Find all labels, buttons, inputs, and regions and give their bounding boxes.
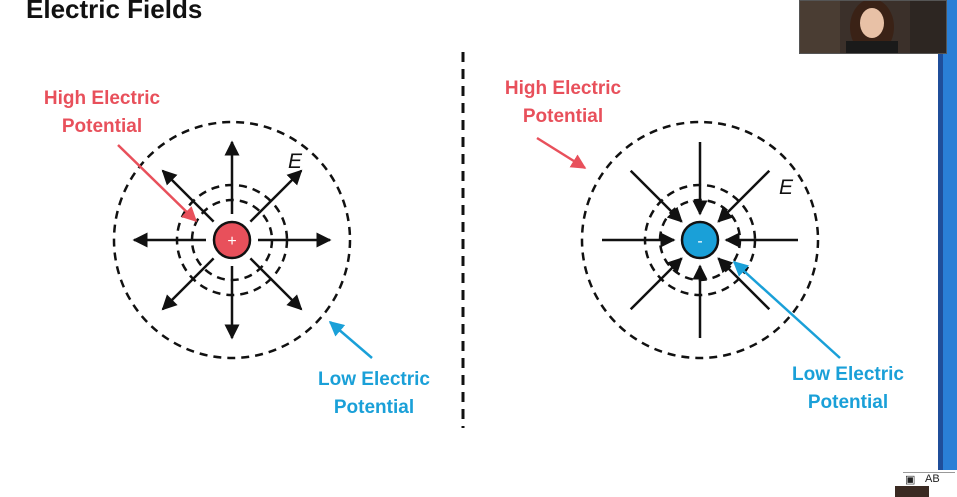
high-potential-pointer (536, 136, 587, 170)
bottom-band (0, 470, 957, 497)
presenter-silhouette-icon (800, 1, 946, 53)
caption-badge[interactable]: ▣ AB (903, 472, 955, 487)
low-potential-label-line1: Low Electric (318, 369, 430, 390)
caption-icon: ▣ (905, 474, 916, 486)
low-potential-label-line1: Low Electric (792, 364, 904, 385)
high-potential-label-line2: Potential (523, 106, 603, 127)
charge-sign: - (697, 233, 702, 250)
slide (0, 0, 938, 470)
slide-title: Electric Fields (26, 0, 203, 24)
accent-strip-inner (943, 0, 957, 470)
low-potential-label-line2: Potential (808, 392, 888, 413)
field-line-arrow (249, 169, 303, 223)
positive-charge (212, 220, 252, 260)
high-potential-label-line1: High Electric (505, 78, 622, 99)
field-line-arrow (161, 257, 215, 311)
caption-badge-text: AB (925, 473, 940, 485)
high-potential-pointer (117, 144, 198, 223)
high-potential-label-line2: Potential (62, 116, 142, 137)
negative-charge (680, 220, 720, 260)
field-line-arrow (629, 169, 683, 223)
negative-charge-diagram: - E High Electric Potential Low Electric… (505, 78, 904, 413)
outer-equipotential (580, 120, 820, 360)
field-lines-outward (132, 140, 332, 340)
presenter-webcam (799, 0, 947, 54)
low-potential-pointer (328, 321, 373, 359)
corner-thumbnail (895, 486, 929, 497)
field-line-arrow (629, 257, 683, 311)
outer-equipotential (112, 120, 352, 360)
low-potential-pointer (732, 260, 841, 359)
positive-charge-diagram: + E High Electric Potential Low Electric… (44, 88, 430, 418)
field-line-arrow (249, 257, 303, 311)
high-potential-label-line1: High Electric (44, 88, 161, 109)
field-line-arrow (161, 169, 215, 223)
low-potential-label-line2: Potential (334, 397, 414, 418)
field-label: E (779, 176, 794, 199)
field-diagrams: + E High Electric Potential Low Electric… (44, 52, 904, 428)
field-lines-inward (602, 142, 798, 338)
field-label: E (288, 150, 303, 173)
field-line-arrow (717, 169, 771, 223)
charge-sign: + (227, 233, 236, 250)
field-line-arrow (717, 257, 771, 311)
